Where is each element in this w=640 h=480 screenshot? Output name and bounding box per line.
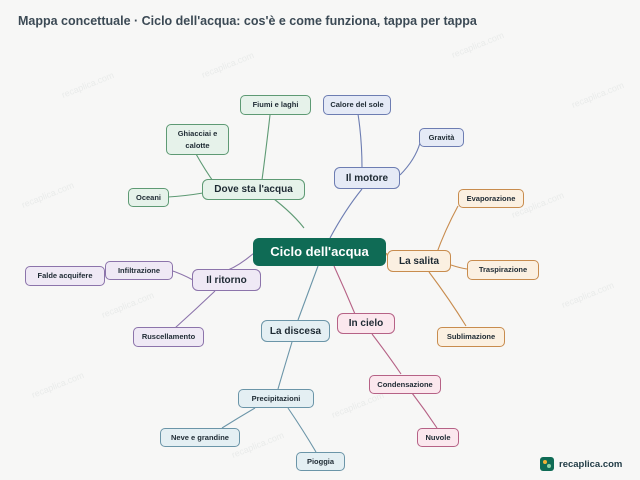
node-evaporazione[interactable]: Evaporazione <box>458 189 524 208</box>
node-sublimazione[interactable]: Sublimazione <box>437 327 505 347</box>
node-ruscellamento[interactable]: Ruscellamento <box>133 327 204 347</box>
node-infiltrazione[interactable]: Infiltrazione <box>105 261 173 280</box>
edge-root-motore <box>329 188 363 239</box>
branch-dove-sta-acqua[interactable]: Dove sta l'acqua <box>202 179 305 200</box>
root-node[interactable]: Ciclo dell'acqua <box>253 238 386 266</box>
node-traspirazione[interactable]: Traspirazione <box>467 260 539 280</box>
brand-name: recaplica.com <box>559 458 623 470</box>
edge-motore-gravita <box>399 142 421 176</box>
edge-ritorno-infiltrazione <box>169 269 194 281</box>
edge-condensazione-nuvole <box>411 392 438 429</box>
edge-cielo-condensazione <box>371 333 402 375</box>
edge-dove-fiumi <box>261 114 271 181</box>
branch-in-cielo[interactable]: In cielo <box>337 313 395 334</box>
node-calore-del-sole[interactable]: Calore del sole <box>323 95 391 115</box>
node-oceani[interactable]: Oceani <box>128 188 169 207</box>
edge-salita-sublimazione <box>428 271 467 327</box>
edge-motore-calore <box>357 113 363 169</box>
brand-link[interactable]: recaplica.com <box>540 456 622 472</box>
node-ghiacciai-e-calotte[interactable]: Ghiacciai e calotte <box>166 124 229 155</box>
edge-dove-oceani <box>167 192 204 198</box>
branch-la-salita[interactable]: La salita <box>387 250 451 272</box>
node-pioggia[interactable]: Pioggia <box>296 452 345 471</box>
edge-precipitazioni-neve <box>221 407 256 429</box>
branch-il-motore[interactable]: Il motore <box>334 167 400 189</box>
edge-discesa-precipitazioni <box>277 341 293 390</box>
node-nuvole[interactable]: Nuvole <box>417 428 459 447</box>
edge-root-cielo <box>333 265 356 315</box>
edge-root-ritorno <box>227 252 255 271</box>
edge-salita-evaporazione <box>435 205 459 256</box>
node-neve-e-grandine[interactable]: Neve e grandine <box>160 428 240 447</box>
node-precipitazioni[interactable]: Precipitazioni <box>238 389 314 408</box>
edge-precipitazioni-pioggia <box>287 407 317 453</box>
node-condensazione[interactable]: Condensazione <box>369 375 441 394</box>
edge-ritorno-ruscellamento <box>174 290 216 329</box>
edge-salita-traspirazione <box>450 264 468 270</box>
edge-root-discesa <box>297 265 319 321</box>
branch-il-ritorno[interactable]: Il ritorno <box>192 269 261 291</box>
node-falde-acquifere[interactable]: Falde acquifere <box>25 266 105 286</box>
node-gravita[interactable]: Gravità <box>419 128 464 147</box>
page-title: Mappa concettuale · Ciclo dell'acqua: co… <box>18 14 477 28</box>
node-fiumi-e-laghi[interactable]: Fiumi e laghi <box>240 95 311 115</box>
branch-la-discesa[interactable]: La discesa <box>261 320 330 342</box>
brand-logo-icon <box>540 457 554 471</box>
